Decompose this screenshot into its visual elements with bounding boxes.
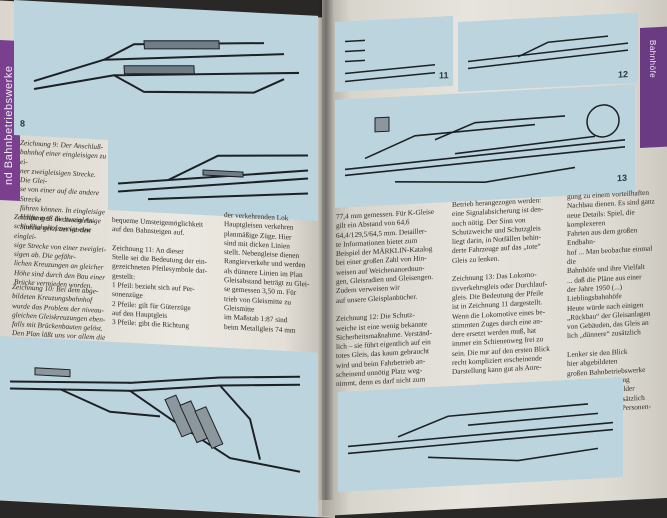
fig9-caption: Zeichnung 9: In diesem An- schlußbahnhof… <box>14 212 107 291</box>
track-diagram-8: 8 <box>14 0 318 151</box>
track-diagram-9 <box>108 135 318 222</box>
right-body-column-2: Betrieb herangezogen werden: eine Signal… <box>452 195 550 377</box>
track-diagram-bottom-right <box>338 377 623 492</box>
fig12-number: 12 <box>618 69 629 80</box>
right-chapter-tab-label: Bahnhöfe <box>648 40 657 79</box>
left-body-column-2: bequeme Umsteigemöglichkeit auf den Bahn… <box>112 215 208 331</box>
fig13-number: 13 <box>617 172 628 184</box>
fig11-number: 11 <box>439 70 449 81</box>
fig8-number: 8 <box>20 118 26 129</box>
right-body-column-1: 77,4 mm gemessen. Für K-Gleise gilt ein … <box>336 206 435 389</box>
book-gutter <box>318 0 334 500</box>
track-diagram-10 <box>0 336 318 517</box>
left-body-column-3: der verkehrenden Lok Hauptgleisen verkeh… <box>224 210 310 335</box>
fig10-caption: Zeichnung 10: Bei dem abge- bildeten Kre… <box>12 282 106 343</box>
track-diagram-13: 13 <box>335 84 635 208</box>
track-diagram-12: 12 <box>458 12 638 93</box>
track-diagram-11: 11 <box>335 15 453 93</box>
